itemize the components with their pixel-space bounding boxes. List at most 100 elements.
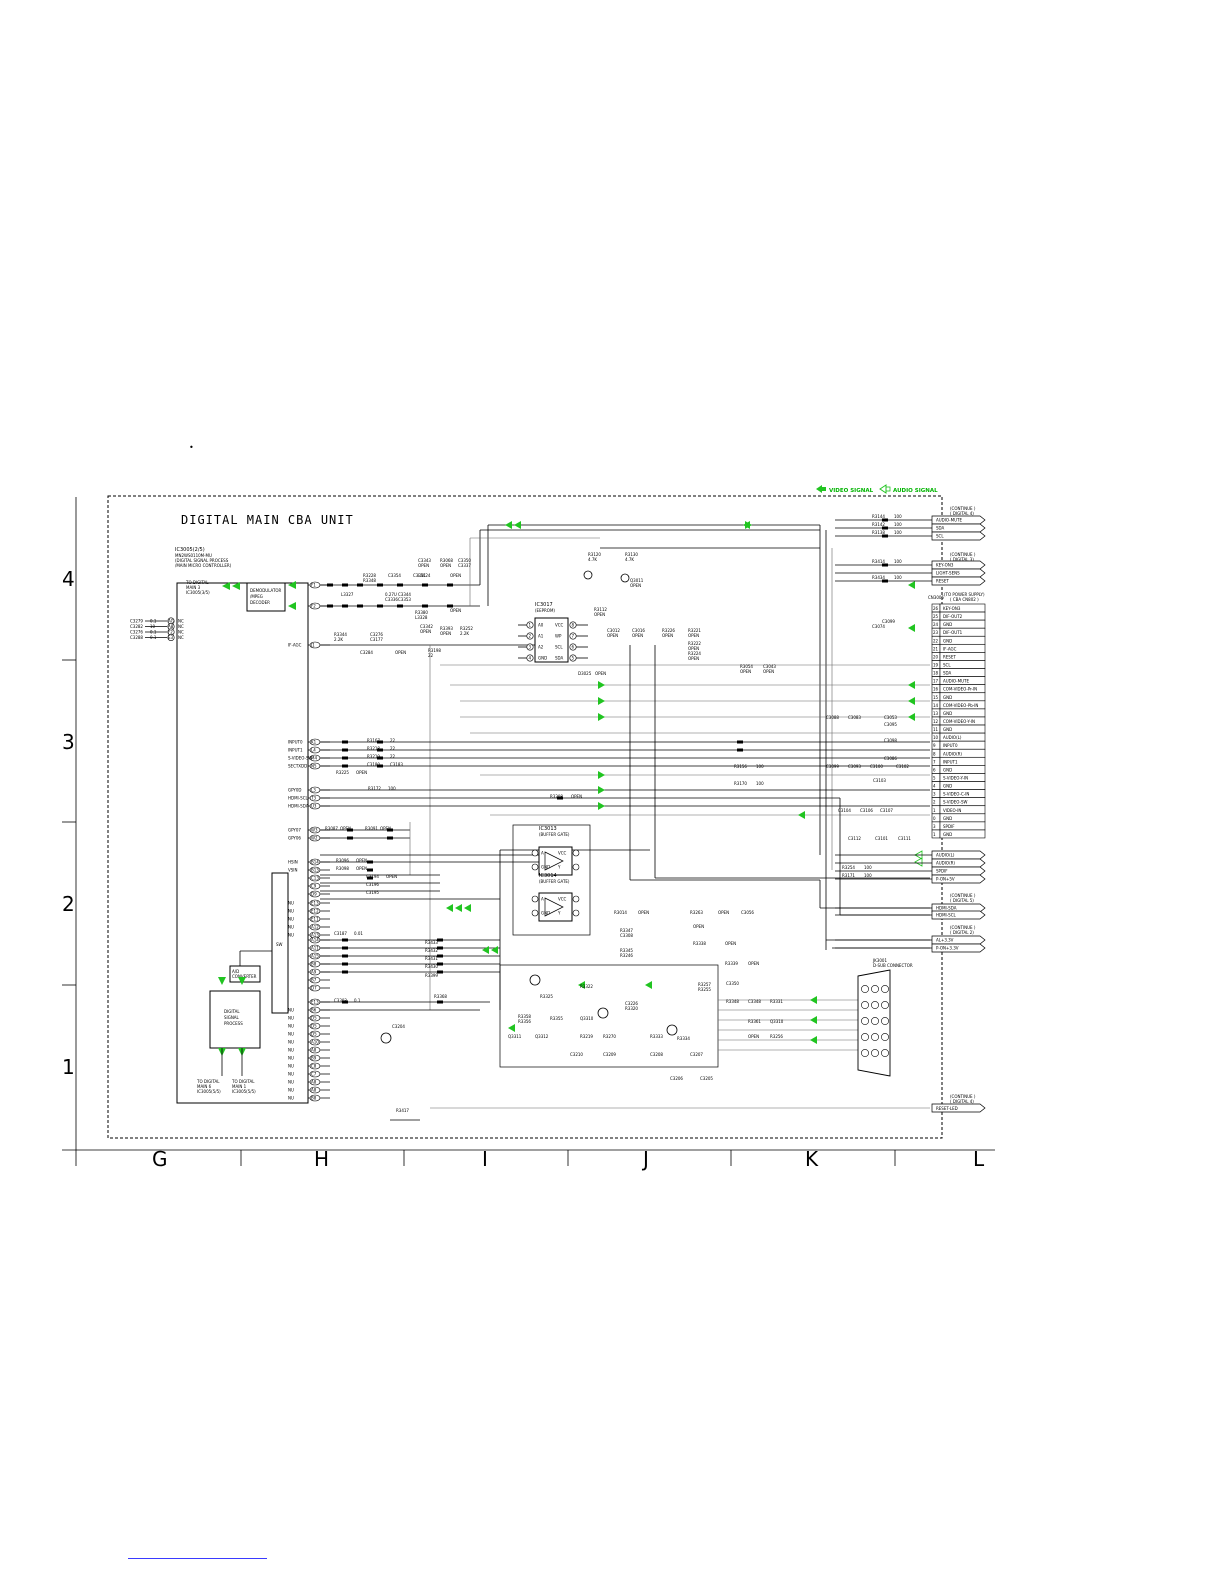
ad-converter-block xyxy=(229,965,261,983)
component-label: 4.7K xyxy=(588,557,597,562)
connector-pin-signal: INPUT1 xyxy=(943,759,958,764)
connector-pin-signal: COM-VIDEO-Pb-IN xyxy=(943,703,978,708)
component-label: R3344 xyxy=(334,632,347,637)
component-label: 22 xyxy=(428,653,434,658)
transistor-q-icon xyxy=(666,1024,678,1036)
component-label: R3198 xyxy=(428,648,441,653)
connector-pin-num: 3 xyxy=(933,792,936,797)
component-label: OPEN xyxy=(632,633,643,638)
dsub-desc: D-SUB CONNECTOR xyxy=(873,963,913,968)
ic-pin-label: NU xyxy=(288,1048,294,1053)
sw-block xyxy=(271,872,289,1014)
resistor-ref: R3138 xyxy=(872,530,885,535)
component-label: OPEN xyxy=(440,631,451,636)
continue-label: (CONTINUE ) xyxy=(950,552,976,557)
signal-tag-label: AUDIO-MUTE xyxy=(936,518,962,523)
signal-tag-label: SDA xyxy=(936,526,945,531)
ic-pin-label: NU xyxy=(288,1064,294,1069)
component-label: Q3310 xyxy=(770,1019,784,1024)
ic-pin: C9 xyxy=(308,882,330,890)
component-label: R3112 xyxy=(594,607,607,612)
ic-pin-id: D5 xyxy=(311,1016,317,1021)
ic-pin-label: NU xyxy=(288,1080,294,1085)
ic-pin-id: C8 xyxy=(311,1064,317,1069)
left-pin-nc: NC xyxy=(178,630,184,635)
buffer-pin: GND xyxy=(531,863,550,871)
dsub-pin xyxy=(871,985,879,993)
eeprom-pin: 7WP xyxy=(555,632,588,640)
connector-pin-num: 5 xyxy=(933,775,936,780)
component-label: R3345 xyxy=(620,948,633,953)
ic-pin-label: NU xyxy=(288,1040,294,1045)
footer-link-line[interactable] xyxy=(128,1558,267,1559)
connector-pin-num: 23 xyxy=(933,630,939,635)
component-label: OPEN xyxy=(440,563,451,568)
ic-main-part: MN2WS0110M-MU xyxy=(175,553,212,558)
ic-pin-label: NU xyxy=(288,917,294,922)
connector-pin-signal: KEY-ON3 xyxy=(943,606,961,611)
dsub-pin xyxy=(861,985,869,993)
component-label: C3205 xyxy=(700,1076,713,1081)
top-right-signals: (CONTINUE ) ( DIGITAL 4) (CONTINUE ) ( D… xyxy=(835,506,986,602)
component-label: C3100 xyxy=(870,764,883,769)
col-label: H xyxy=(314,1147,329,1171)
ic-pin-id: W2 xyxy=(311,836,318,841)
ic-pin-id: U3 xyxy=(311,804,317,809)
connector-pin-num: 7 xyxy=(933,759,936,764)
eeprom-desc: (EEPROM) xyxy=(535,608,555,613)
component-label: OPEN xyxy=(386,874,397,879)
component-label: R3208 xyxy=(550,794,563,799)
resistor-ref: R3414 xyxy=(872,559,885,564)
buffer-pin: VCC xyxy=(558,849,580,857)
dsub-pin xyxy=(871,1017,879,1025)
component-label: OPEN xyxy=(356,866,367,871)
component-label: OPEN xyxy=(688,646,699,651)
component-label: R3263 xyxy=(690,910,703,915)
connector-pin-signal: GND xyxy=(943,767,952,772)
component-label: C3308 xyxy=(620,933,633,938)
component-label: OPEN xyxy=(688,656,699,661)
component-label: C3177 xyxy=(370,637,383,642)
signal-arrows xyxy=(446,521,923,1044)
component-label: 2.2K xyxy=(460,631,469,636)
component-label: C3104 xyxy=(838,808,851,813)
connector-pin-signal: GND xyxy=(943,816,952,821)
component-label: R3219 xyxy=(580,1034,593,1039)
component-label: C3207 xyxy=(690,1052,703,1057)
component-label: R3348 xyxy=(726,999,739,1004)
video-signal-arrow-icon xyxy=(816,485,822,493)
component-label: R3380 xyxy=(415,610,428,615)
ic-pin-label: VSIN xyxy=(288,868,297,873)
signal-tag-label: P-ON+5V xyxy=(936,877,955,882)
ic-pin-id: A13 xyxy=(311,933,319,938)
component-label: C3056 xyxy=(741,910,754,915)
component-label: Q3011 xyxy=(630,578,644,583)
component-label: C3353 xyxy=(398,597,411,602)
to-main-label: TO DIGITAL xyxy=(196,1079,220,1084)
dsub-pin xyxy=(861,1001,869,1009)
eeprom-pin-name: A2 xyxy=(538,645,544,650)
col-label: J xyxy=(641,1147,649,1171)
connector-pin-num: 6 xyxy=(933,767,936,772)
ic-pin: D7 xyxy=(308,984,330,992)
connector-pin-num: 19 xyxy=(933,662,939,667)
connector-pin-num: 12 xyxy=(933,719,939,724)
component-label: R3096 xyxy=(336,858,349,863)
buffer-ref: IC3013 xyxy=(539,826,557,832)
